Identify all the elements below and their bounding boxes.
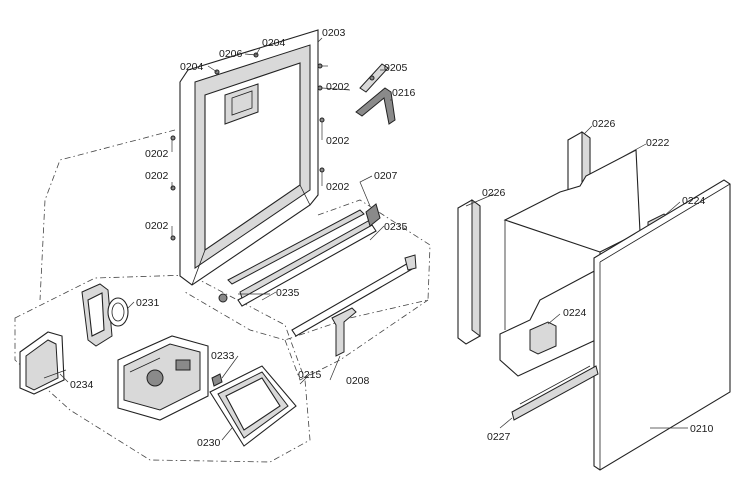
label-0226-left: 0226 (482, 187, 506, 199)
hinge-icon (218, 293, 228, 303)
screw-icon (319, 167, 325, 173)
handle-clip-part (359, 63, 389, 93)
screw-icon (170, 185, 176, 191)
screw-icon (170, 235, 176, 241)
screw-icon (317, 85, 323, 91)
detergent-opening (224, 83, 259, 125)
label-0202-l1: 0202 (145, 148, 169, 160)
label-0224-right: 0224 (682, 195, 706, 207)
label-0205: 0205 (384, 62, 408, 74)
label-0202-l2: 0202 (145, 170, 169, 182)
inner-door-panel (179, 29, 319, 286)
outer-door-group (457, 131, 731, 471)
label-0202-r2: 0202 (326, 135, 350, 147)
label-0231: 0231 (136, 297, 160, 309)
label-0204-top: 0204 (262, 37, 286, 49)
control-panel-group (19, 283, 297, 447)
screw-icon (317, 63, 328, 69)
label-0226-top: 0226 (592, 118, 616, 130)
label-0202-l3: 0202 (145, 220, 169, 232)
label-0208: 0208 (346, 375, 370, 387)
label-0235-left: 0235 (276, 287, 300, 299)
label-0224-left: 0224 (563, 307, 587, 319)
control-module-icon (117, 335, 209, 421)
label-0206: 0206 (219, 48, 243, 60)
latch-bracket-part (355, 87, 396, 125)
label-0202-r3: 0202 (326, 181, 350, 193)
label-0230: 0230 (197, 437, 221, 449)
arm-assembly (291, 254, 417, 357)
label-0204-left: 0204 (180, 61, 204, 73)
part-labels: 0203 0204 0206 0204 0205 0202 0216 0202 … (70, 27, 714, 449)
screw-icon (170, 135, 176, 141)
leader-lines (59, 37, 688, 441)
label-0216: 0216 (392, 87, 416, 99)
label-0202-r1: 0202 (326, 81, 350, 93)
screw-icon (319, 117, 325, 123)
label-0234: 0234 (70, 379, 94, 391)
label-0233: 0233 (211, 350, 235, 362)
label-0203: 0203 (322, 27, 346, 39)
label-0210: 0210 (690, 423, 714, 435)
bottom-rail-assembly (218, 203, 381, 307)
label-0235-right: 0235 (384, 221, 408, 233)
label-0222: 0222 (646, 137, 670, 149)
label-0227: 0227 (487, 431, 511, 443)
label-0215: 0215 (298, 369, 322, 381)
label-0207: 0207 (374, 170, 398, 182)
